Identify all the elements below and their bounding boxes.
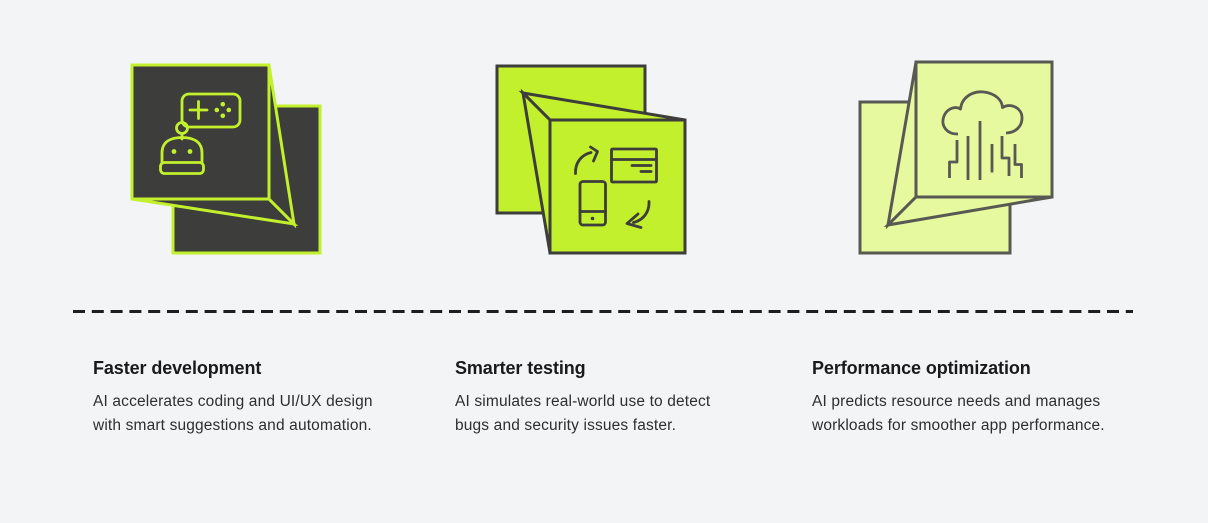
robot-eyes <box>171 149 193 154</box>
circuit-traces <box>948 121 1023 180</box>
gamepad-buttons <box>214 101 232 119</box>
sync-arrows-icon <box>574 145 651 229</box>
device-sync-cube-icon <box>495 64 687 255</box>
cube-front-face <box>130 63 271 201</box>
feature-column-testing: Smarter testing AI simulates real-world … <box>455 357 765 437</box>
cube-front-face <box>548 118 687 255</box>
feature-description-line: bugs and security issues faster. <box>455 416 677 434</box>
robot-gamepad-cube-icon <box>130 63 322 255</box>
feature-title: Performance optimization <box>812 358 1031 378</box>
robot-icon <box>159 121 205 175</box>
feature-column-development: Faster development AI accelerates coding… <box>93 357 413 437</box>
feature-description-line: AI predicts resource needs and manages <box>812 393 1101 410</box>
feature-title: Smarter testing <box>455 358 586 378</box>
phone-button-dot <box>590 216 595 221</box>
browser-card-icon <box>610 147 658 184</box>
cloud-icon <box>941 90 1024 136</box>
feature-description-line: AI accelerates coding and UI/UX design <box>93 393 373 410</box>
gamepad-icon <box>180 92 242 129</box>
phone-icon <box>578 180 607 227</box>
cube-front-face <box>914 60 1054 199</box>
feature-description-line: AI simulates real-world use to detect <box>455 393 711 410</box>
feature-column-performance: Performance optimization AI predicts res… <box>812 357 1142 437</box>
feature-title: Faster development <box>93 358 262 378</box>
feature-description-line: with smart suggestions and automation. <box>93 416 372 434</box>
cloud-circuit-cube-icon <box>858 60 1054 255</box>
feature-description-line: workloads for smoother app performance. <box>812 416 1105 434</box>
